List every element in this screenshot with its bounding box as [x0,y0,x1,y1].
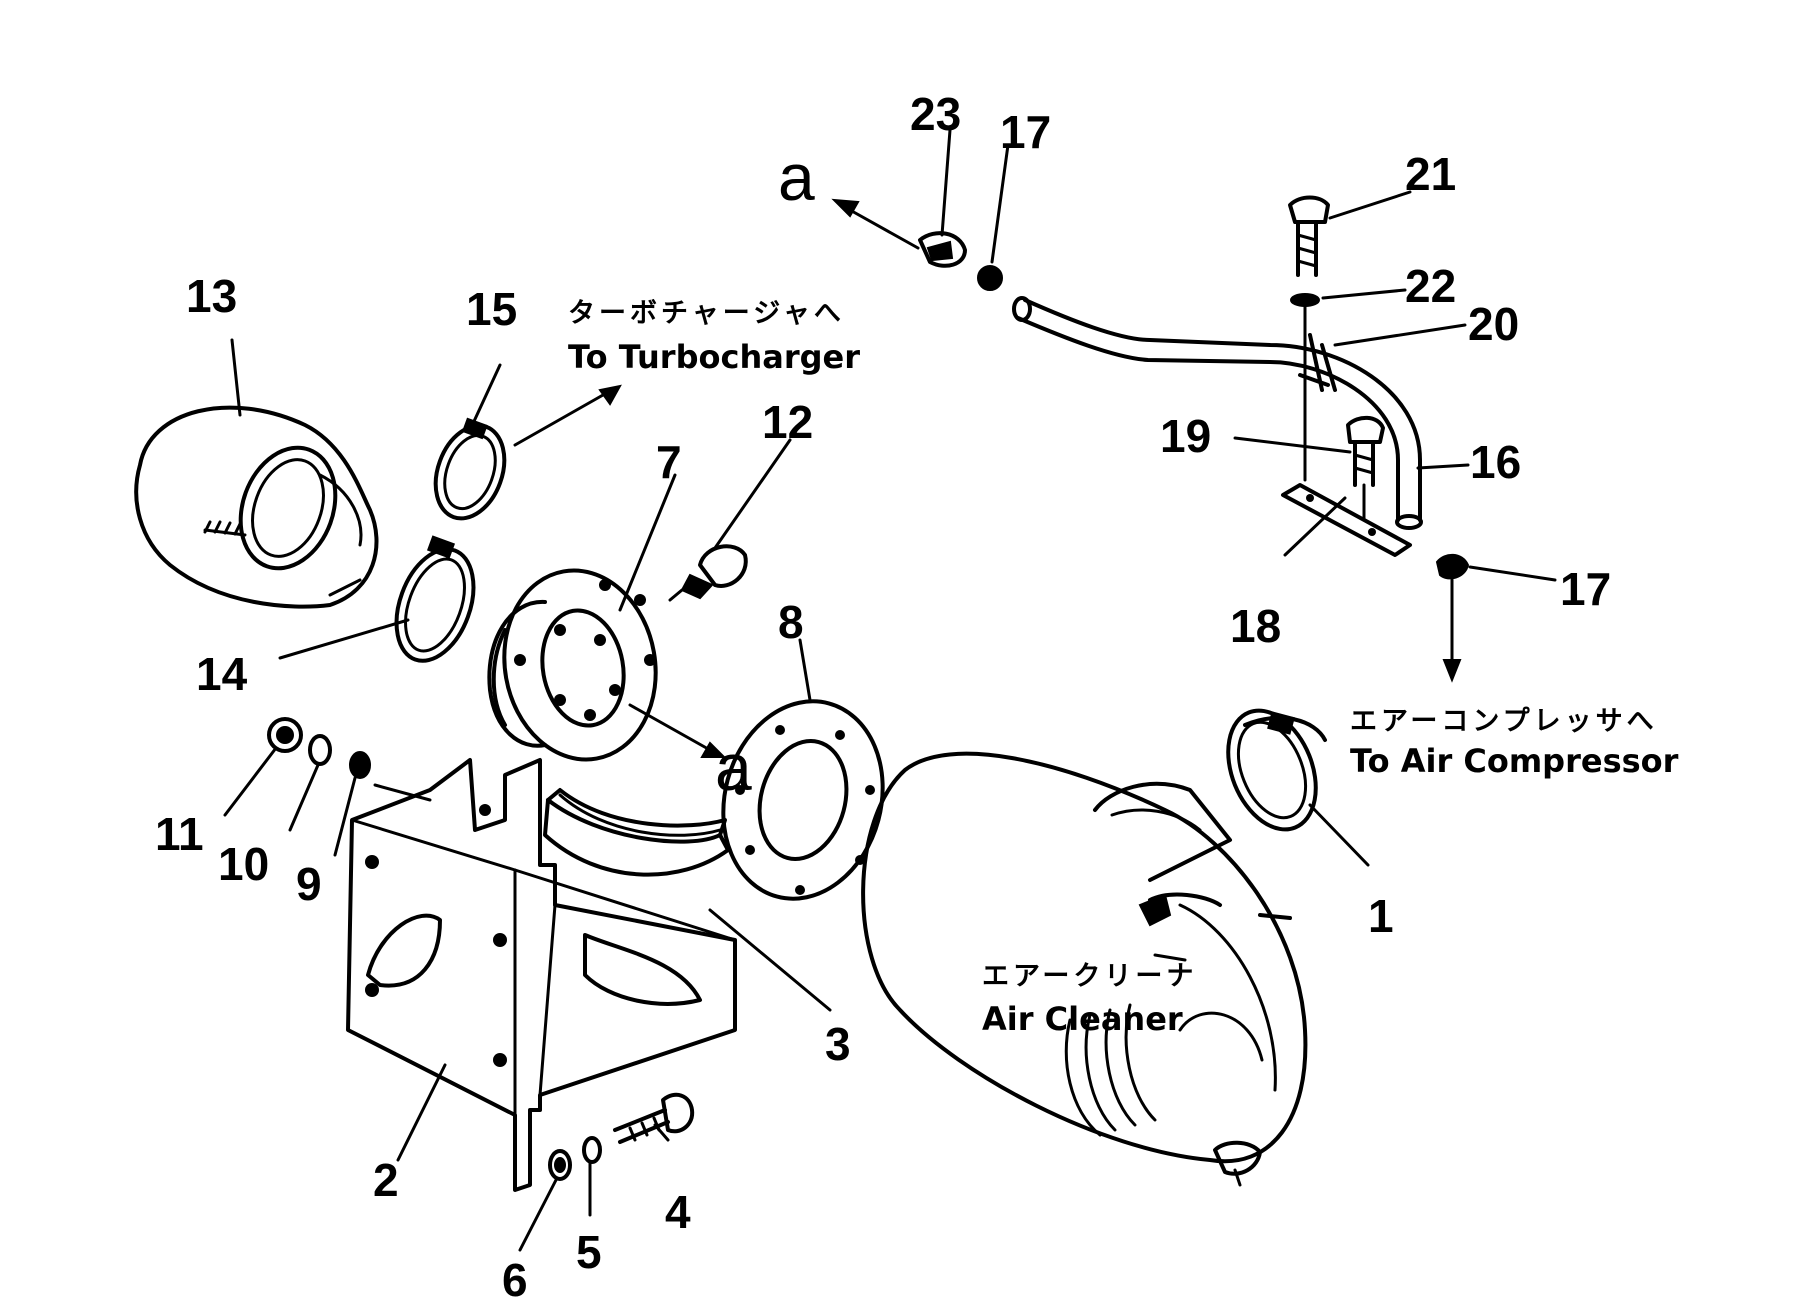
callout-air-cleaner-jp: エアークリーナ [982,961,1197,992]
label-part-12: 12 [762,396,813,448]
hose-clamp-1 [1226,708,1327,832]
part-number-labels: 1 2 3 4 5 6 7 8 9 10 11 12 13 14 15 16 1… [155,88,1611,1303]
bolt-21 [1288,195,1330,277]
label-part-16: 16 [1470,436,1521,488]
label-part-23: 23 [910,88,961,140]
flange-7 [487,568,658,762]
label-part-20: 20 [1468,298,1519,350]
callout-air-cleaner-en: Air Cleaner [982,1000,1183,1038]
callout-turbocharger-jp: ターボチャージャへ [568,298,845,329]
leader-lines [223,128,1557,1252]
washer-10 [308,734,332,766]
label-part-2: 2 [373,1154,399,1206]
elbow-13 [134,405,379,609]
callout-compressor-jp: エアーコンプレッサへ [1350,706,1658,737]
label-part-6: 6 [502,1254,528,1303]
gasket-8 [721,699,885,901]
label-part-14: 14 [196,648,248,700]
label-part-1: 1 [1368,890,1394,942]
callouts: ターボチャージャへ To Turbocharger エアーコンプレッサへ To … [568,298,1679,1038]
washer-9 [349,751,371,779]
label-part-19: 19 [1160,410,1211,462]
label-part-5: 5 [576,1226,602,1278]
label-part-11: 11 [155,808,204,860]
clamp-14 [394,535,476,663]
label-part-22: 22 [1405,260,1456,312]
stud-line [373,783,432,802]
pipe-16 [1012,296,1423,530]
plug-12 [668,544,748,602]
label-part-7: 7 [656,436,682,488]
plate-18 [1281,483,1412,557]
label-part-18: 18 [1230,600,1281,652]
bracket-2 [346,758,737,1192]
label-part-10: 10 [218,838,269,890]
bolt-19 [1346,415,1385,522]
reference-mark-a-lower: a [715,730,752,804]
nut-17-right [1435,553,1470,683]
washer-5 [582,1136,602,1164]
label-part-15: 15 [466,283,517,335]
label-part-17-right: 17 [1560,563,1611,615]
reference-marks: a a [715,140,815,804]
label-part-3: 3 [825,1018,851,1070]
nut-17-top [977,265,1003,291]
reference-mark-a-top: a [778,140,815,214]
label-part-13: 13 [186,270,237,322]
bolt-4 [613,1092,695,1144]
nut-11 [267,717,303,753]
callout-compressor-en: To Air Compressor [1350,742,1679,780]
nut-6 [548,1149,572,1181]
label-part-8: 8 [778,596,804,648]
label-part-4: 4 [665,1186,691,1238]
air-cleaner [861,751,1308,1187]
saddle-3 [543,788,730,877]
fitting-23 [918,231,967,268]
callout-turbocharger-en: To Turbocharger [568,338,860,376]
label-part-9: 9 [296,858,322,910]
label-part-21: 21 [1405,148,1456,200]
label-part-17-top: 17 [1000,106,1051,158]
clamp-15 [433,417,507,521]
